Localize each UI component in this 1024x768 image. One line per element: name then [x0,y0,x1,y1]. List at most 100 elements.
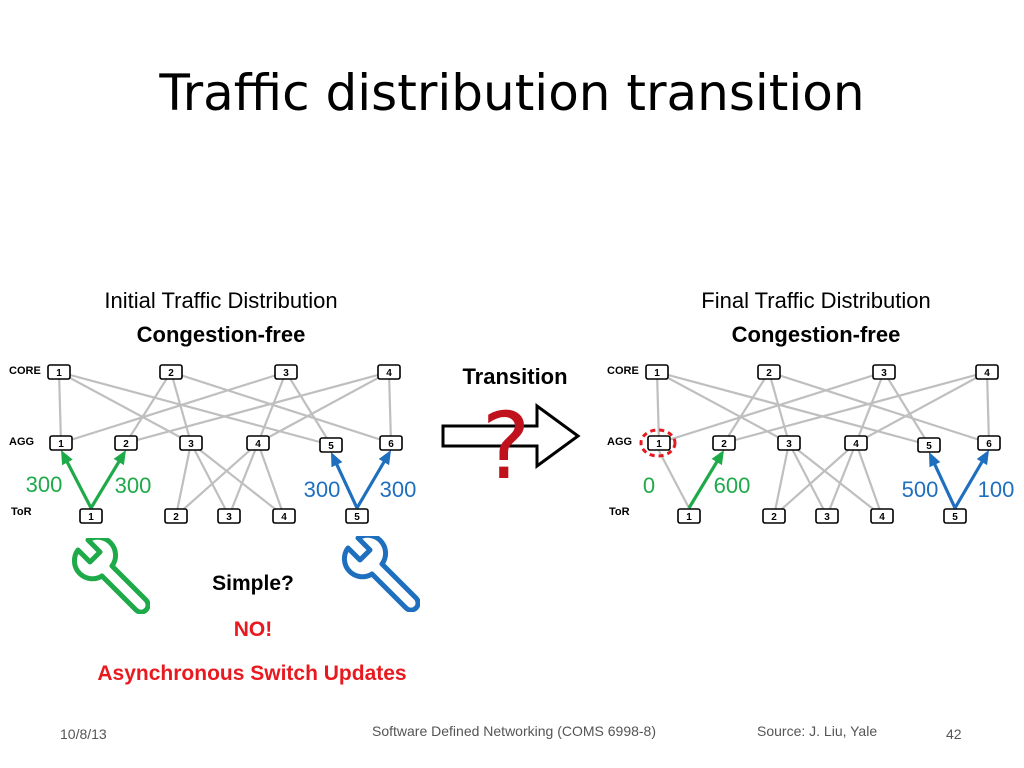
agg-switch [114,435,138,451]
flow-value-blue-left: 500 [902,477,939,502]
tor-switch-label: 5 [952,512,958,523]
core-switch [975,364,999,380]
green-flow-arrow-head [113,450,126,466]
core-agg-link [125,371,172,444]
slide-title: Traffic distribution transition [159,64,865,122]
blue-flow-arrow [953,457,986,509]
core-switch [377,364,401,380]
core-switch [274,364,298,380]
green-flow-arrow-head [711,450,724,466]
core-agg-link [985,371,991,444]
core-agg-link [125,370,390,445]
wrench-icon [72,538,150,614]
flow-value-green-left: 0 [643,473,655,498]
layer-label-core: CORE [607,365,639,377]
blue-flow-arrow [355,457,388,509]
green-flow-arrow [64,458,93,509]
tor-switch [677,508,701,524]
flow-value-blue-right: 300 [380,477,417,502]
agg-tor-link [825,442,858,517]
core-agg-link [723,370,988,445]
agg-switch [379,435,403,451]
flow-value-green-left: 300 [26,472,63,497]
core-switch [47,364,71,380]
core-agg-link [723,371,770,444]
agg-switch-label: 4 [853,439,859,450]
agg-tor-link [788,442,883,517]
right-arrow-icon [441,403,581,469]
layer-label-agg: AGG [9,436,34,448]
green-flow-arrow-head [61,450,73,466]
agg-switch [246,435,270,451]
footer-date: 10/8/13 [60,726,107,742]
core-switch-label: 3 [881,368,887,379]
core-agg-link [656,370,930,447]
flow-value-blue-right: 100 [978,477,1015,502]
footer-page-number: 42 [946,726,962,742]
core-agg-link [768,370,990,445]
right-caption: Final Traffic Distribution [701,288,931,313]
flow-value-green-right: 300 [115,473,152,498]
flow-value-green-right: 600 [714,473,751,498]
agg-tor-link [175,442,259,517]
tor-switch-label: 1 [88,512,94,523]
left-caption: Initial Traffic Distribution [104,288,338,313]
agg-switch [647,435,671,451]
core-agg-link [57,371,63,444]
answer-no: NO! [233,618,273,641]
tor-switch [943,508,967,524]
core-agg-link [767,371,791,444]
left-status: Congestion-free [136,322,306,347]
agg-switch-label: 6 [388,439,394,450]
tor-switch [345,508,369,524]
tor-switch-label: 3 [824,512,830,523]
question-mark: ? [482,393,531,500]
transition-label: Transition [462,364,568,389]
agg-tor-link [190,442,285,517]
core-agg-link [854,371,886,444]
agg-switch [777,435,801,451]
agg-tor-link [227,442,260,517]
tor-switch [815,508,839,524]
wrench-icon [342,536,420,612]
blue-flow-arrow-head [976,450,989,466]
agg-switch [49,435,73,451]
agg-switch-label: 1 [656,439,662,450]
layer-label-agg: AGG [607,436,632,448]
blue-flow-arrow-head [331,452,343,468]
agg-tor-link [788,442,828,517]
tor-switch-label: 5 [354,512,360,523]
blue-flow-arrow-head [929,452,941,468]
agg-tor-link [773,442,857,517]
tor-switch-label: 1 [686,512,692,523]
core-agg-link [170,370,392,445]
core-agg-link [883,371,930,446]
tor-switch [79,508,103,524]
core-agg-link [387,371,393,444]
core-agg-link [58,370,332,447]
tor-switch [217,508,241,524]
blue-flow-arrow [931,460,957,509]
core-switch-label: 3 [283,368,289,379]
simple-question: Simple? [212,572,294,595]
tor-switch [870,508,894,524]
agg-switch [179,435,203,451]
tor-switch [272,508,296,524]
tor-switch-label: 2 [173,512,179,523]
flow-value-blue-left: 300 [304,477,341,502]
core-switch-label: 2 [766,368,772,379]
agg-switch [712,435,736,451]
footer-source: Source: J. Liu, Yale [757,723,878,739]
agg-tor-link [174,442,193,517]
core-switch-label: 4 [386,368,392,379]
core-agg-link [169,371,193,444]
footer-course: Software Defined Networking (COMS 6998-8… [372,723,657,739]
green-flow-arrow [687,457,721,509]
agg-switch [917,437,941,453]
agg-tor-link [772,442,791,517]
core-switch-label: 4 [984,368,990,379]
